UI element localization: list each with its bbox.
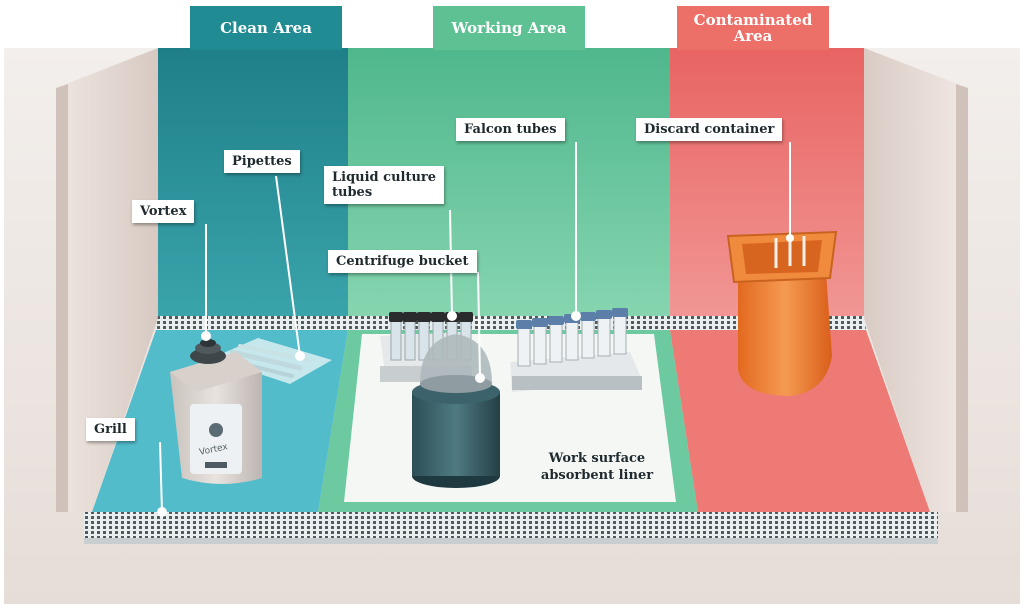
- falcon-tube: [517, 315, 627, 367]
- falcon-tube-rack: [510, 308, 642, 392]
- discard-container: [726, 230, 838, 396]
- pipettes-label: Pipettes: [224, 150, 300, 173]
- liquid-culture-tubes-label: Liquid culture tubes: [324, 166, 445, 204]
- centrifuge-bucket-label: Centrifuge bucket: [328, 250, 477, 273]
- front-lip: [84, 538, 938, 544]
- front-grill: [84, 512, 938, 538]
- work-surface-label: Work surface absorbent liner: [540, 451, 654, 483]
- back-grill: [156, 316, 866, 330]
- grill-label: Grill: [86, 418, 135, 441]
- right-side-panel: [864, 48, 968, 512]
- contaminated-area-floor: [670, 330, 930, 512]
- leader-lines: [157, 142, 794, 517]
- contaminated-area-tab: Contaminated Area: [677, 6, 829, 50]
- left-side-panel: [56, 48, 158, 512]
- falcon-tubes-label: Falcon tubes: [456, 118, 565, 141]
- vortex-mixer: [170, 339, 262, 484]
- left-side-panel-edge: [56, 84, 68, 512]
- working-area-tab: Working Area: [433, 6, 585, 50]
- centrifuge-bucket: [412, 334, 500, 488]
- right-side-panel-edge: [956, 84, 968, 512]
- discard-container-label: Discard container: [636, 118, 783, 141]
- clean-area-tab: Clean Area: [190, 6, 342, 50]
- vortex-label: Vortex: [132, 200, 195, 223]
- clean-area-wall: [158, 48, 348, 318]
